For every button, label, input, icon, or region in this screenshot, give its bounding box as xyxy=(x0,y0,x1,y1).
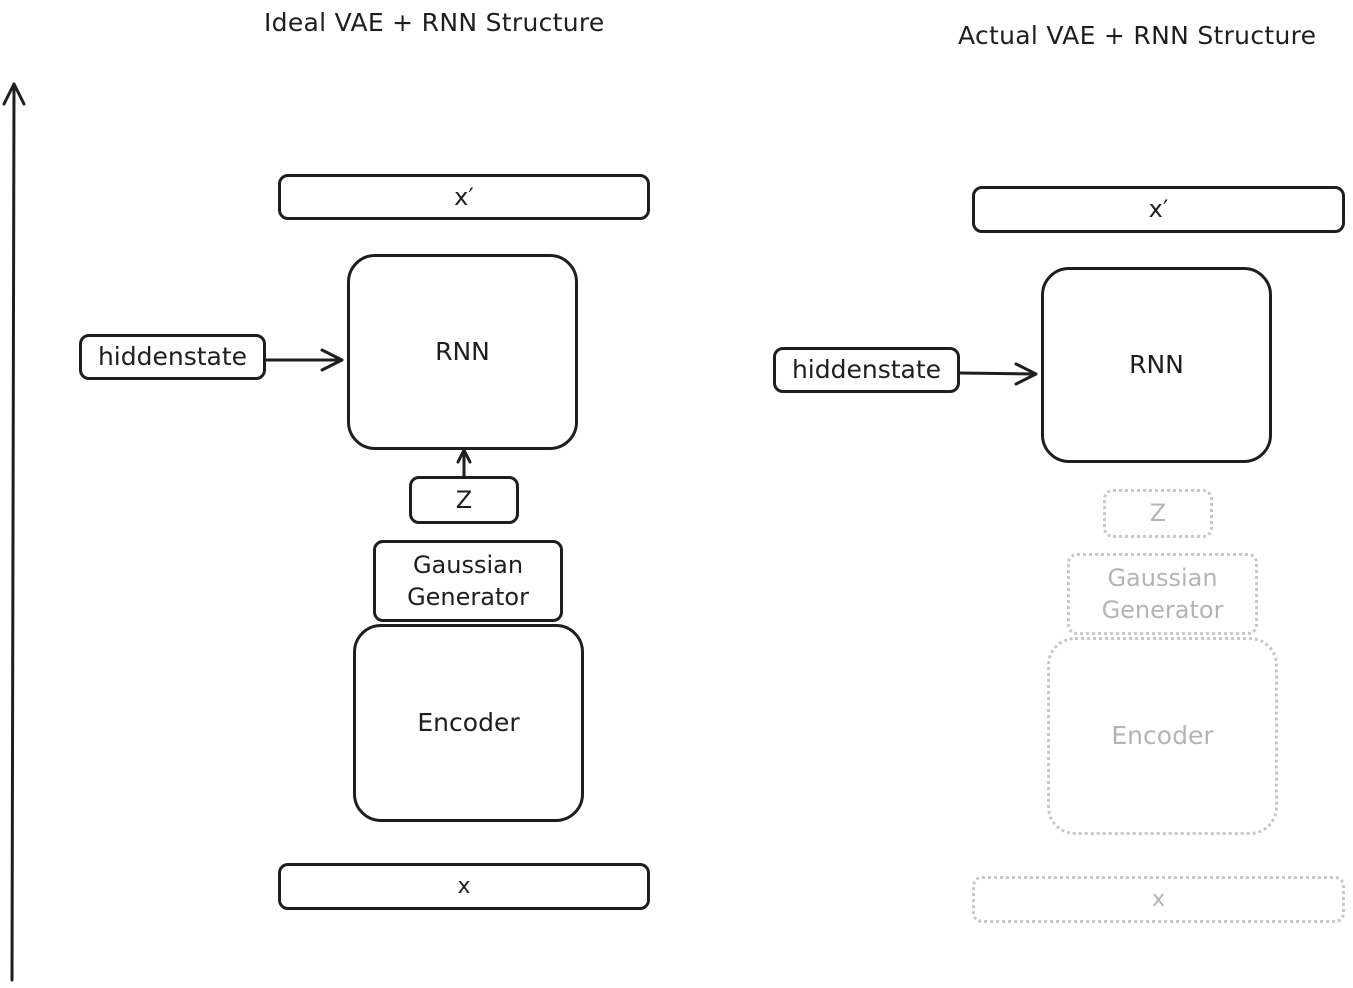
ideal-z-arrowhead xyxy=(456,448,472,464)
ideal-z-label: Z xyxy=(455,485,473,514)
actual-gaussian-label-line1: Gaussian xyxy=(1107,563,1218,592)
ideal-encoder-label: Encoder xyxy=(417,708,520,738)
actual-rnn-box: RNN xyxy=(1041,267,1272,463)
ideal-x-label: x xyxy=(457,873,471,899)
ideal-x-prime-label: x′ xyxy=(454,182,474,211)
actual-hiddenstate-box: hiddenstate xyxy=(773,347,960,393)
vertical-axis-arrowhead xyxy=(2,82,26,106)
ideal-hiddenstate-label: hiddenstate xyxy=(97,342,248,372)
ideal-hiddenstate-arrowhead xyxy=(320,348,344,372)
actual-gaussian-label-line2: Generator xyxy=(1101,596,1224,624)
ideal-hiddenstate-box: hiddenstate xyxy=(79,334,266,380)
ideal-gaussian-label-line1: Gaussian xyxy=(412,550,524,579)
ideal-x-prime-box: x′ xyxy=(278,174,650,220)
actual-title: Actual VAE + RNN Structure xyxy=(958,21,1317,50)
actual-z-label: Z xyxy=(1149,499,1167,528)
actual-hiddenstate-label: hiddenstate xyxy=(791,355,942,385)
actual-gaussian-generator-box: Gaussian Generator xyxy=(1067,553,1258,635)
actual-encoder-box: Encoder xyxy=(1047,637,1278,835)
ideal-title: Ideal VAE + RNN Structure xyxy=(264,8,605,37)
actual-x-prime-box: x′ xyxy=(972,186,1345,233)
actual-x-box: x xyxy=(972,876,1345,923)
ideal-rnn-label: RNN xyxy=(435,337,490,367)
actual-z-box: Z xyxy=(1103,489,1213,538)
actual-hiddenstate-arrowhead xyxy=(1014,362,1038,386)
ideal-gaussian-label-line2: Generator xyxy=(407,583,529,611)
ideal-rnn-box: RNN xyxy=(347,254,578,450)
ideal-gaussian-generator-box: Gaussian Generator xyxy=(373,540,563,622)
actual-encoder-label: Encoder xyxy=(1111,721,1214,751)
ideal-encoder-box: Encoder xyxy=(353,624,584,822)
actual-hiddenstate-to-rnn-arrow xyxy=(958,371,1036,376)
actual-rnn-label: RNN xyxy=(1129,350,1184,380)
actual-x-prime-label: x′ xyxy=(1148,195,1169,224)
ideal-x-box: x xyxy=(278,863,650,910)
actual-x-label: x xyxy=(1151,886,1166,912)
vertical-axis-arrow xyxy=(10,82,16,982)
ideal-z-box: Z xyxy=(409,476,519,524)
